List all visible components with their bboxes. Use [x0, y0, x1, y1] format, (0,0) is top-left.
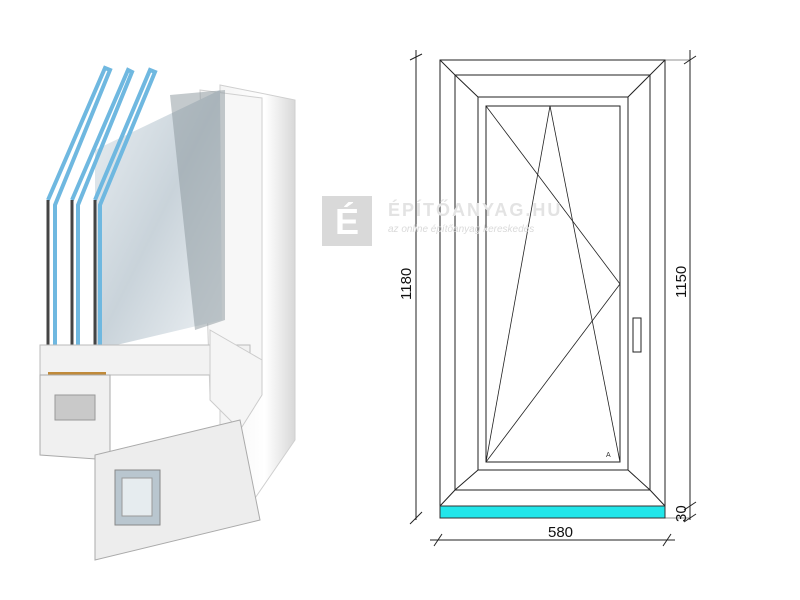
sash	[477, 96, 629, 471]
opening-direction-lines	[485, 105, 621, 463]
handle-icon	[632, 317, 642, 353]
sill-profile	[439, 505, 666, 519]
glass-pane	[485, 105, 621, 463]
sash-label: A	[606, 452, 611, 459]
inner-frame	[454, 74, 651, 491]
height-inner-label: 1150	[673, 266, 690, 298]
width-label: 580	[548, 524, 573, 541]
window-profile-render	[39, 65, 296, 561]
sill-height-label: 30	[673, 505, 690, 522]
watermark-subtitle: az online építőanyag kereskedés	[388, 224, 535, 235]
outer-frame	[439, 59, 666, 507]
height-outer-label: 1180	[398, 268, 415, 300]
watermark-title: ÉPÍTŐANYAG.HU	[388, 200, 563, 220]
technical-drawing	[409, 50, 697, 547]
watermark-logo: É	[322, 196, 372, 246]
